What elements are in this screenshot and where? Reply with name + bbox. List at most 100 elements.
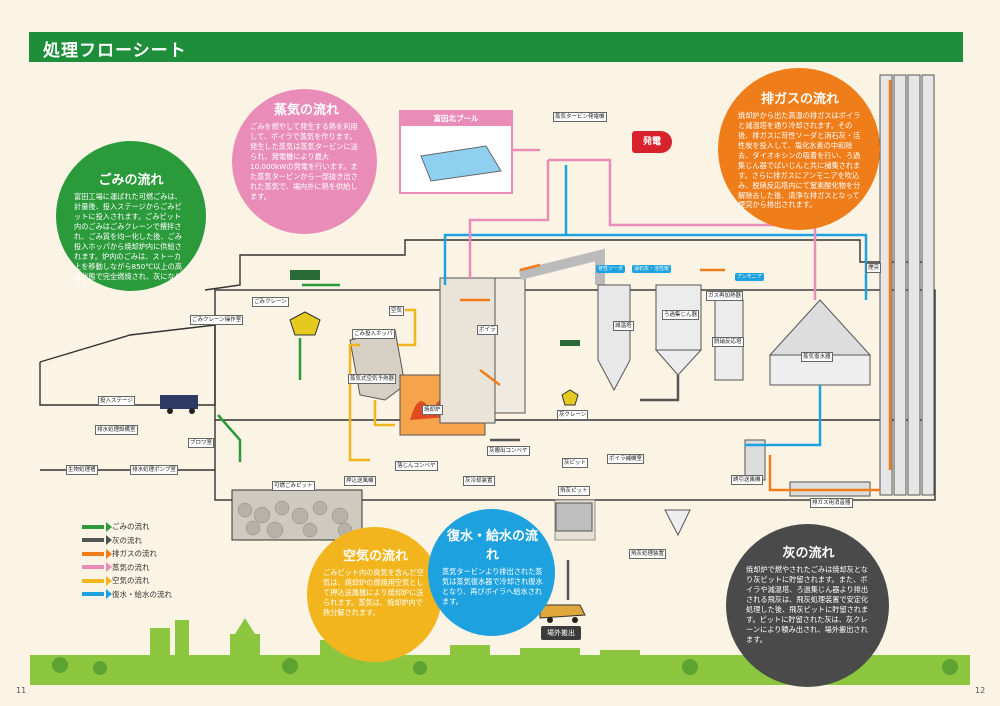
pump-room-label: 排水処理ポンプ室: [130, 465, 178, 475]
exhaust-flow-bubble: 排ガスの流れ 焼却炉から出た高温の排ガスはボイラと減温塔を通り冷却されます。その…: [718, 68, 880, 230]
ash-crane-icon: [560, 340, 580, 406]
legend-label: 復水・給水の流れ: [112, 589, 172, 599]
pool-label: 富田北プール: [401, 112, 511, 126]
water-flow-text: 蒸気タービンより排出された蒸気は蒸気復水器で冷却され復水となり、再びボイラへ給水…: [442, 567, 543, 606]
exhaust-flow-text: 焼却炉から出た高温の排ガスはボイラと減温塔を通り冷却されます。その後、排ガスに苛…: [738, 111, 861, 210]
garbage-crane-icon: [289, 270, 321, 336]
legend-label: 空気の流れ: [112, 576, 150, 586]
steam-flow-title: 蒸気の流れ: [273, 103, 339, 118]
id-fan-label: 誘引送風機: [731, 475, 763, 485]
ash-flow-text: 焼却炉で燃やされたごみは焼却灰となり灰ピットに貯留されます。また、ボイラや減温塔…: [746, 565, 869, 644]
page-number-left: 11: [16, 686, 27, 695]
legend-item: 排ガスの流れ: [82, 547, 172, 561]
cooling-tower-label: 減温塔: [613, 321, 634, 331]
ash-flow-title: 灰の流れ: [782, 546, 835, 561]
ash-flow: [490, 375, 680, 600]
air-flow: [348, 308, 417, 462]
legend-arrow-icon: [82, 589, 112, 600]
legend-label: 灰の流れ: [112, 535, 142, 545]
legend-label: 蒸気の流れ: [112, 562, 150, 572]
condenser-label: 蒸気復水器: [801, 352, 833, 362]
pool-box: 富田北プール: [399, 110, 513, 194]
steam-flow-text: ごみを燃やして発生する熱を利用して、ボイラで蒸気を作ります。発生した蒸気は蒸気タ…: [250, 122, 358, 201]
condenser-shape: [768, 299, 872, 356]
legend-item: 蒸気の流れ: [82, 561, 172, 575]
flue-duct: [518, 248, 605, 285]
pool-icon: [420, 145, 502, 182]
steam-flow: [468, 148, 817, 300]
ash-flow-bubble: 灰の流れ 焼却炉で燃やされたごみは焼却灰となり灰ピットに貯留されます。また、ボイ…: [726, 524, 889, 687]
bag-filter-label: ろ過集じん器: [662, 310, 700, 320]
power-label: 発電: [632, 131, 672, 153]
stack-shape: [879, 74, 935, 496]
exhaust-flow: [460, 80, 892, 492]
conveyor2-label: 灰搬出コンベヤ: [487, 446, 530, 456]
ash-cooler-label: 灰冷却装置: [463, 476, 495, 486]
garbage-flow-title: ごみの流れ: [98, 173, 164, 188]
legend-item: 復水・給水の流れ: [82, 588, 172, 602]
boiler-shape: [439, 277, 496, 424]
stack-label: 煙突: [866, 263, 882, 273]
air-preheater-label: 蒸気式空気予熱器: [348, 374, 397, 384]
hopper-label: ごみ投入ホッパ: [352, 329, 395, 339]
garbage-flow-text: 富田工場に運ばれた可燃ごみは、計量後、投入ステージからごみピットに投入されます。…: [74, 192, 183, 291]
naoh-tag: 苛性ソーダ: [596, 265, 626, 273]
fly-ash-device-shape: [664, 509, 691, 537]
water-flow-bubble: 復水・給水の流れ 蒸気タービンより排出された蒸気は蒸気復水器で冷却され復水となり…: [428, 509, 555, 636]
gas-heater-label: ガス再加熱器: [706, 291, 744, 301]
legend: ごみの流れ 灰の流れ 排ガスの流れ 蒸気の流れ 空気の流れ 復水・給水の流れ: [82, 520, 172, 601]
section-header: 処理フローシート: [29, 32, 963, 62]
crane-label: ごみクレーン: [252, 297, 289, 307]
bio-tank-label: 生物処理槽: [66, 465, 98, 475]
garbage-flow: [217, 283, 340, 462]
dump-truck-icon: [539, 604, 586, 623]
silencer-label: 排ガス用消音器: [810, 498, 853, 508]
lime-tag: 消石灰・活性炭: [632, 265, 672, 273]
legend-label: 排ガスの流れ: [112, 549, 157, 559]
legend-item: 灰の流れ: [82, 534, 172, 548]
shipping-label: 場外搬出: [541, 626, 581, 640]
steam-flow-bubble: 蒸気の流れ ごみを燃やして発生する熱を利用して、ボイラで蒸気を作ります。発生した…: [232, 89, 377, 234]
exhaust-flow-title: 排ガスの流れ: [760, 92, 839, 107]
turbine-label: 蒸気タービン発電機: [553, 112, 607, 122]
cooling-tower-shape: [597, 284, 631, 392]
garbage-flow-bubble: ごみの流れ 富田工場に運ばれた可燃ごみは、計量後、投入ステージからごみピットに投…: [56, 141, 206, 291]
pit-rubble: [237, 500, 353, 539]
stage-label: 投入ステージ: [98, 396, 135, 406]
legend-arrow-icon: [82, 521, 112, 532]
ash-pit-label: 灰ピット: [562, 458, 589, 468]
air-flow-bubble: 空気の流れ ごみピット内の臭気を含んだ空気は、焼却炉の燃焼用空気として押込送風機…: [307, 527, 442, 662]
drain-room-label: 排水処理設備室: [95, 425, 138, 435]
denox-label: 脱硝反応塔: [712, 337, 744, 347]
economizer-shape: [494, 277, 526, 414]
pit-label: 可燃ごみピット: [272, 481, 315, 491]
ash-crane-label: 灰クレーン: [557, 410, 589, 420]
legend-arrow-icon: [82, 562, 112, 573]
fd-fan-label: 押込送風機: [344, 476, 376, 486]
ammonia-tag: アンモニア: [735, 273, 764, 281]
fly-ash-pit-label: 飛灰ピット: [558, 486, 590, 496]
legend-arrow-icon: [82, 535, 112, 546]
fly-ash-device-label: 飛灰処理装置: [629, 549, 667, 559]
blower-room-label: ブロワ室: [188, 438, 215, 448]
hopper-shape: [349, 329, 406, 401]
air-flow-text: ごみピット内の臭気を含んだ空気は、焼却炉の燃焼用空気として押込送風機により焼却炉…: [323, 568, 424, 617]
legend-item: 空気の流れ: [82, 574, 172, 588]
legend-arrow-icon: [82, 575, 112, 586]
ash-pit-fill: [555, 502, 593, 532]
conveyor1-label: 落じんコンベヤ: [395, 461, 438, 471]
legend-arrow-icon: [82, 548, 112, 559]
furnace-label: 焼却炉: [422, 405, 443, 415]
page-number-right: 12: [975, 686, 986, 695]
air-flow-title: 空気の流れ: [342, 549, 408, 564]
page-title: 処理フローシート: [43, 41, 187, 61]
water-flow-title: 復水・給水の流れ: [446, 529, 538, 563]
air-label: 空気: [389, 306, 405, 316]
boiler-label: ボイラ: [477, 325, 498, 335]
truck-icon: [160, 395, 198, 414]
legend-item: ごみの流れ: [82, 520, 172, 534]
legend-label: ごみの流れ: [112, 522, 150, 532]
crane-room-label: ごみクレーン操作室: [190, 315, 244, 325]
boiler-aux-label: ボイラ補機室: [607, 454, 645, 464]
